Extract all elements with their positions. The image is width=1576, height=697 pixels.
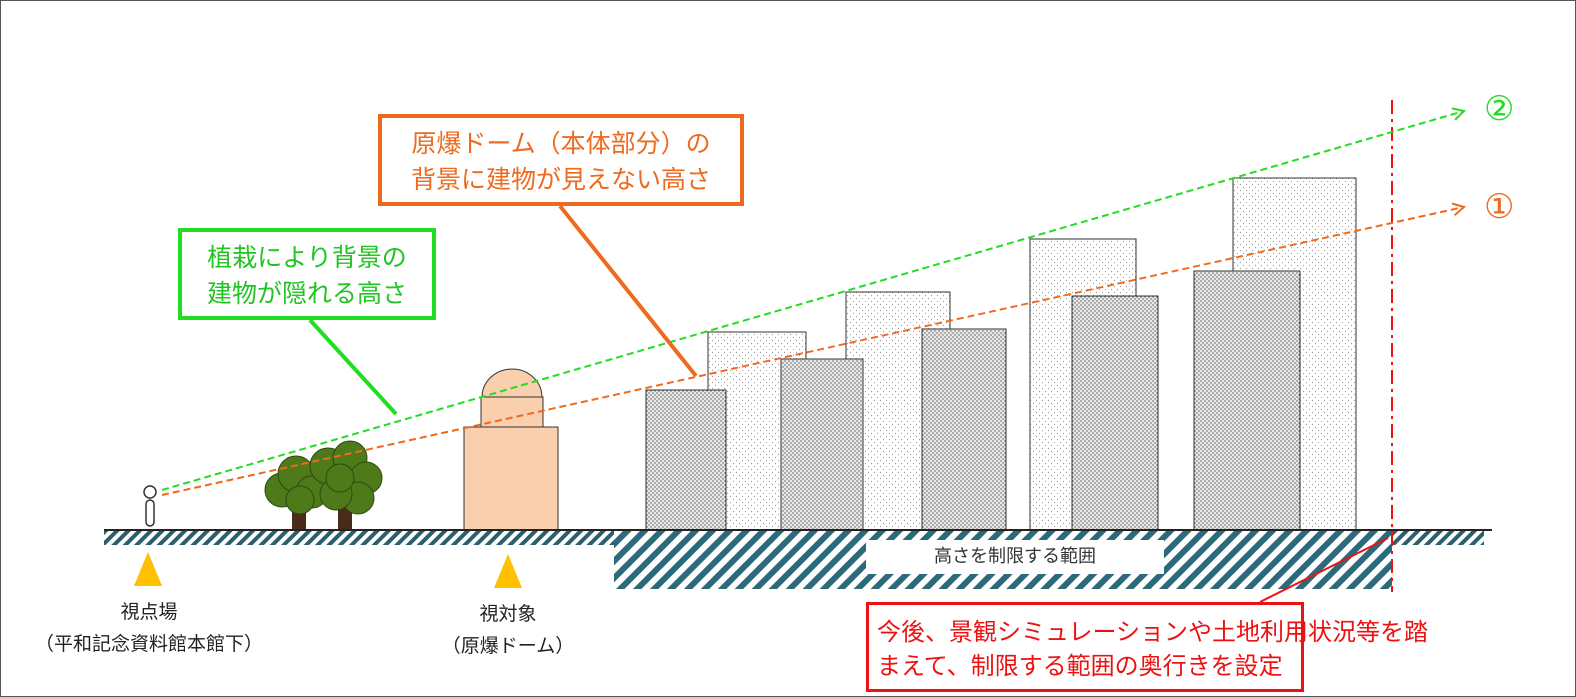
target-title: 視対象 [479,603,537,625]
orange-callout-line-1: 原爆ドーム（本体部分）の [411,129,711,158]
building-front-5 [1193,270,1301,531]
green-callout-line-2: 建物が隠れる高さ [206,279,407,308]
viewpoint-subtitle: （平和記念資料館本館下） [34,633,263,655]
building-front-4 [1071,295,1159,531]
green-callout-leader [308,318,398,416]
person-icon [143,485,157,527]
red-note-line-2: まえて、制限する範囲の奥行きを設定 [877,652,1283,680]
green-callout-line-1: 植栽により背景の [207,243,407,272]
tree-icon [264,440,383,530]
viewpoint-marker-icon [134,552,162,586]
building-front-2 [780,358,864,531]
orange-line-mark: ① [1484,187,1515,227]
green-callout-box: 植栽により背景の 建物が隠れる高さ [178,228,436,320]
viewpoint-title: 視点場 [120,601,178,623]
ground-strip-right [1392,531,1484,545]
dome-building-icon [463,368,559,531]
restricted-range-label: 高さを制限する範囲 [866,540,1164,574]
ground-strip-left [104,531,614,545]
sight-line-green [161,111,1464,491]
target-subtitle: （原爆ドーム） [441,635,575,657]
building-front-1 [645,389,727,531]
viewpoint-label: 視点場 （平和記念資料館本館下） [20,596,278,660]
building-front-3 [921,328,1007,531]
orange-callout-leader [558,204,698,378]
target-label: 視対象 （原爆ドーム） [420,598,596,662]
target-marker-icon [494,554,522,588]
sight-line-orange [161,207,1464,496]
orange-callout-box: 原爆ドーム（本体部分）の 背景に建物が見えない高さ [378,114,744,206]
green-line-mark: ② [1484,89,1515,129]
red-note-box: 今後、景観シミュレーションや土地利用状況等を踏 まえて、制限する範囲の奥行きを設… [866,602,1429,692]
orange-callout-line-2: 背景に建物が見えない高さ [410,165,711,194]
red-note-line-1: 今後、景観シミュレーションや土地利用状況等を踏 [877,618,1429,646]
red-callout-leader [1259,537,1389,603]
